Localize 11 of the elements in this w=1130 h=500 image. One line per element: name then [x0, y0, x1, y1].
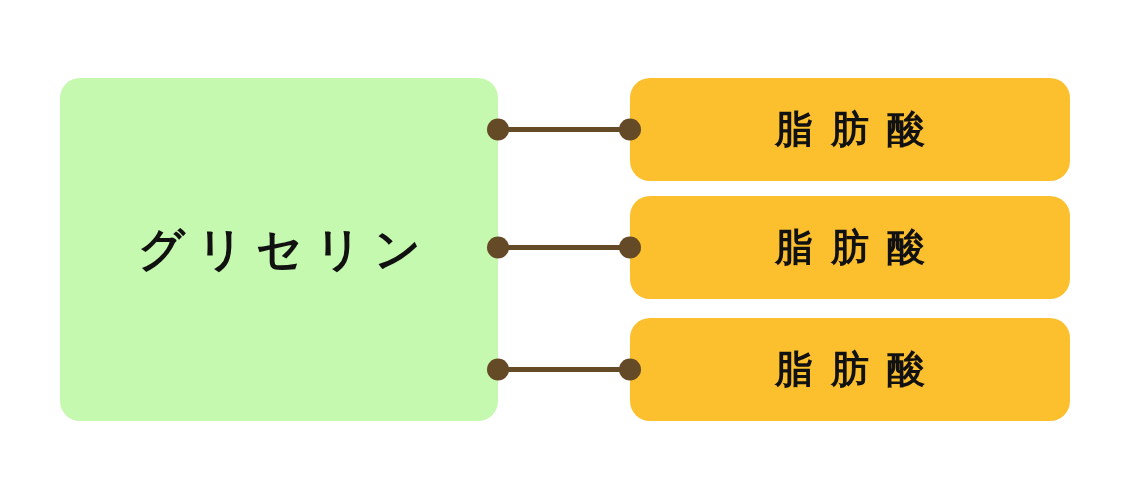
node-label: 脂肪酸: [775, 224, 943, 271]
fatty-acid-box: [630, 78, 1070, 181]
node-label: 脂肪酸: [775, 106, 943, 153]
connector-line: [487, 118, 641, 141]
connector-line: [487, 358, 641, 381]
node-label: 脂肪酸: [775, 346, 943, 393]
fatty-acid-box: [630, 196, 1070, 299]
node-label: グリセリン: [137, 221, 433, 278]
glycerol-box: [60, 78, 498, 421]
connector-line: [487, 236, 641, 259]
fatty-acid-box: [630, 318, 1070, 421]
